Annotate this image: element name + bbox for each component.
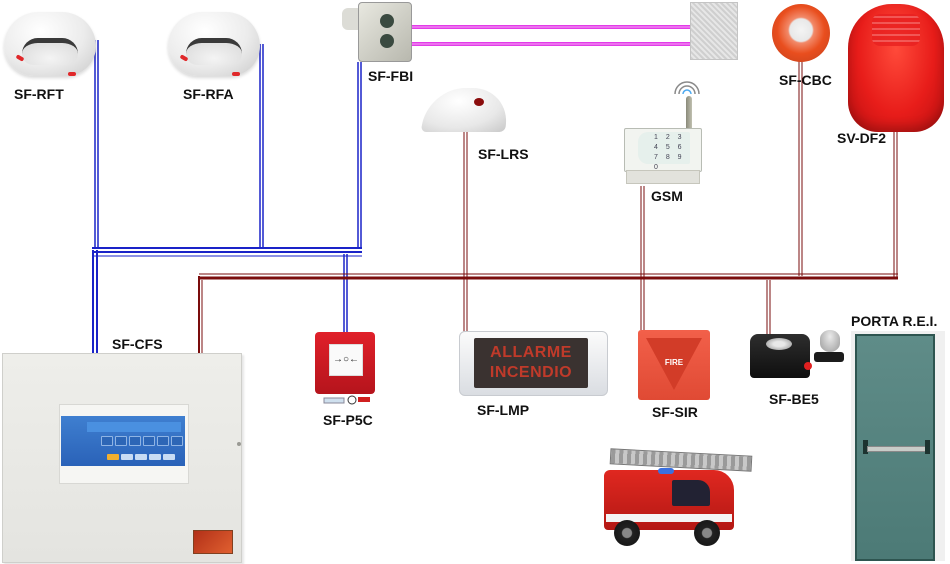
- gsm-keypad: 1 2 3 4 5 6 7 8 9 0: [638, 132, 690, 171]
- display-line: ALLARME: [490, 344, 572, 361]
- truck-wheel: [614, 520, 640, 546]
- armature-disk: [820, 330, 840, 352]
- zone-button: [101, 436, 113, 446]
- press-arrows-icon: →○←: [329, 344, 363, 376]
- zone-button: [115, 436, 127, 446]
- beam-body: [358, 2, 412, 62]
- fire-truck: [600, 448, 756, 558]
- panic-bar: [867, 446, 929, 452]
- indicator-led-icon: [474, 98, 484, 106]
- gsm-dialer: 1 2 3 4 5 6 7 8 9 0: [624, 78, 702, 186]
- truck-windshield: [672, 480, 710, 506]
- siren-sf-sir: FIRE: [638, 330, 710, 400]
- siren-v-grille: [646, 338, 702, 390]
- smoke-detector-sf-rfa: [166, 4, 262, 84]
- label-sf-cbc: SF-CBC: [779, 72, 832, 88]
- label-sf-fbi: SF-FBI: [368, 68, 414, 84]
- label-sf-rft: SF-RFT: [14, 86, 64, 102]
- truck-stripe: [606, 514, 732, 522]
- keypad-row: 4 5 6: [654, 144, 685, 151]
- panel-function-button: [107, 454, 119, 460]
- truck-wheel: [694, 520, 720, 546]
- keypad-row: 7 8 9 0: [654, 154, 685, 171]
- display-line: INCENDIO: [489, 364, 573, 381]
- zone-button: [129, 436, 141, 446]
- panel-function-button: [135, 454, 147, 460]
- remote-indicator-sf-lrs: [420, 88, 512, 136]
- led-sign-display: ALLARME INCENDIO: [474, 338, 588, 388]
- gsm-terminal-strip: [626, 170, 700, 184]
- release-button-icon: [804, 362, 812, 370]
- beam-detector-sf-fbi: [340, 0, 412, 62]
- siren-grille: [872, 14, 920, 46]
- panel-led-row: [87, 422, 181, 432]
- truck-beacon-icon: [658, 468, 674, 474]
- panel-function-button: [149, 454, 161, 460]
- label-sv-df2: SV-DF2: [837, 130, 887, 146]
- alarm-line: [198, 60, 898, 353]
- label-gsm: GSM: [651, 188, 683, 204]
- zone-button: [171, 436, 183, 446]
- reset-key-icon: [323, 395, 370, 405]
- label-sf-sir: SF-SIR: [652, 404, 698, 420]
- label-sf-lrs: SF-LRS: [478, 146, 529, 162]
- fire-door-porta-rei: [855, 334, 935, 561]
- panel-logo: [193, 530, 233, 554]
- wireless-signal-icon: [674, 81, 700, 95]
- gsm-antenna: [686, 96, 692, 132]
- smoke-detector-sf-rft: [2, 4, 98, 84]
- beam-lens-icon: [380, 34, 394, 48]
- label-sf-lmp: SF-LMP: [477, 402, 530, 418]
- detector-led-icon: [68, 72, 76, 76]
- indicator-shell: [420, 88, 512, 132]
- panel-function-button: [121, 454, 133, 460]
- panel-function-button: [163, 454, 175, 460]
- beam-lens-icon: [380, 14, 394, 28]
- beam-path: [394, 25, 702, 46]
- panel-screw: [237, 442, 241, 446]
- manual-call-point-sf-p5c: →○←: [315, 332, 375, 394]
- bell-sf-cbc: [772, 4, 830, 62]
- panic-bar-bracket: [863, 440, 868, 454]
- door-holder-sf-be5: [750, 334, 812, 378]
- label-porta-rei: PORTA R.E.I.: [851, 313, 938, 329]
- control-panel-sf-cfs: [2, 353, 242, 563]
- fire-badge: FIRE: [664, 358, 684, 367]
- detector-vent: [186, 38, 242, 65]
- zone-button: [157, 436, 169, 446]
- keypad-row: 1 2 3: [654, 134, 685, 141]
- zone-button: [143, 436, 155, 446]
- led-sign-sf-lmp: ALLARME INCENDIO: [459, 331, 608, 396]
- label-sf-cfs: SF-CFS: [112, 336, 163, 352]
- magnet-ring: [766, 338, 792, 350]
- detector-led-icon: [232, 72, 240, 76]
- label-sf-p5c: SF-P5C: [323, 412, 373, 428]
- armature-foot: [814, 352, 844, 362]
- outdoor-siren-sv-df2: [848, 4, 944, 132]
- label-sf-rfa: SF-RFA: [183, 86, 234, 102]
- truck-ladder: [609, 448, 753, 472]
- panic-bar-bracket: [925, 440, 930, 454]
- detector-vent: [22, 38, 78, 65]
- beam-reflector: [690, 2, 738, 60]
- door-holder-plate: [814, 330, 844, 364]
- label-sf-be5: SF-BE5: [769, 391, 819, 407]
- panel-display: [61, 416, 185, 466]
- detection-loop: [92, 40, 362, 353]
